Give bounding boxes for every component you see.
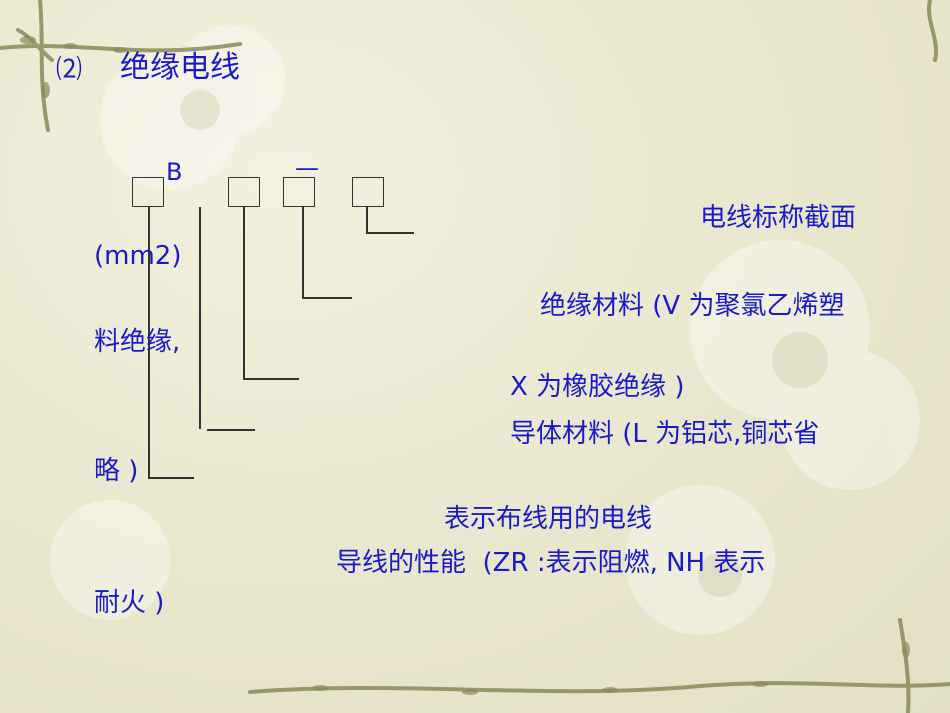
connector-line (366, 207, 368, 233)
code-box-2 (228, 177, 260, 207)
connector-line (366, 232, 414, 234)
label-cross-section: 电线标称截面 (700, 203, 857, 233)
label-performance-cont: 耐火 ) (94, 588, 165, 618)
code-box-1 (132, 177, 164, 207)
label-conductor: 导体材料 (L 为铝芯,铜芯省 (510, 419, 820, 449)
connector-line (302, 207, 304, 297)
label-unit: (mm2) (94, 241, 182, 271)
label-rubber: X 为橡胶绝缘 ) (510, 372, 685, 402)
connector-line (148, 207, 150, 477)
label-insulation: 绝缘材料 (V 为聚氯乙烯塑 (540, 291, 845, 321)
connector-line (243, 378, 299, 380)
page-title: 绝缘电线 (120, 50, 240, 85)
model-letter-b: B (166, 158, 183, 186)
connector-line (302, 297, 352, 299)
connector-line (199, 207, 201, 429)
connector-line (148, 477, 194, 479)
connector-line (207, 429, 255, 431)
label-wiring: 表示布线用的电线 (444, 504, 653, 534)
code-box-3 (283, 177, 315, 207)
label-performance: 导线的性能 (ZR :表示阻燃, NH 表示 (336, 548, 766, 578)
label-insulation-cont: 料绝缘, (94, 327, 181, 357)
code-box-4 (352, 177, 384, 207)
connector-line (243, 207, 245, 378)
label-conductor-cont: 略 ) (94, 456, 139, 486)
title-number: ⑵ (56, 55, 83, 85)
